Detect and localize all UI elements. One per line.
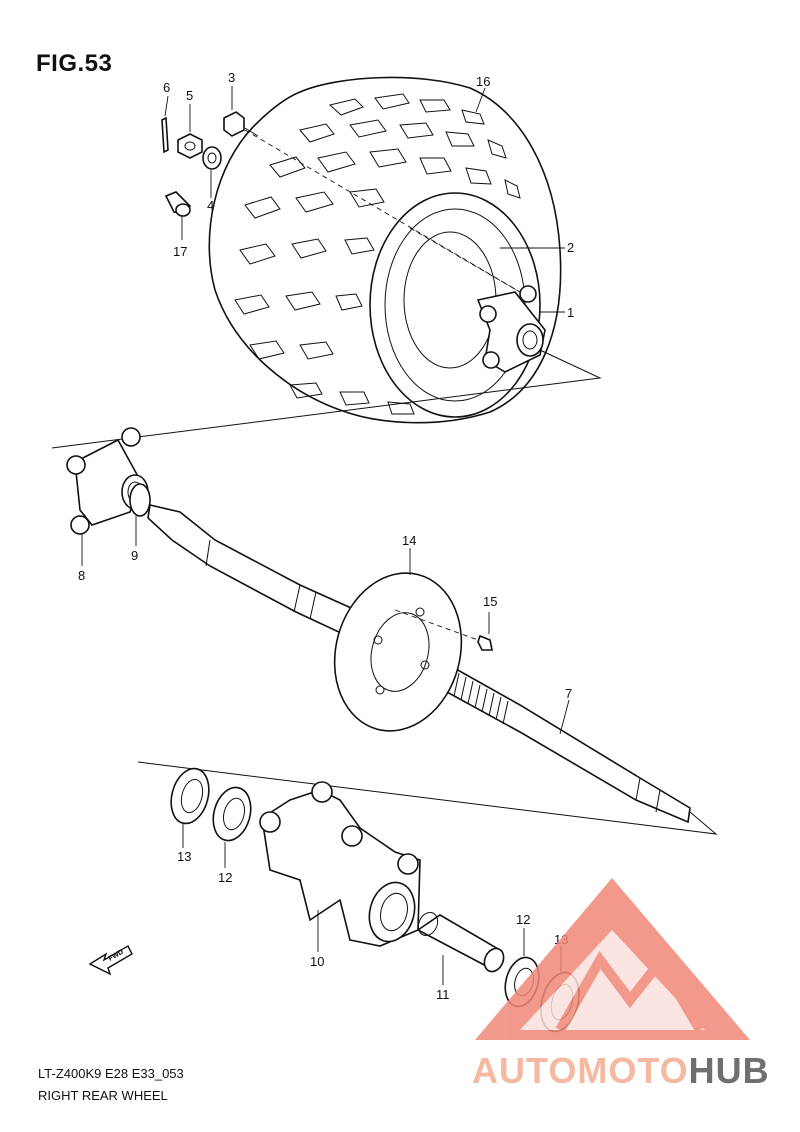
- callout-14: 14: [402, 533, 416, 548]
- spacer-tube: [416, 911, 505, 985]
- callout-12-left: 12: [218, 870, 232, 885]
- wheel-hub: [476, 247, 565, 373]
- figure-caption: RIGHT REAR WHEEL: [38, 1088, 168, 1103]
- callout-3: 3: [228, 70, 235, 85]
- lug-nut: [223, 86, 259, 137]
- callout-15: 15: [483, 594, 497, 609]
- callout-5: 5: [186, 88, 193, 103]
- callout-8: 8: [78, 568, 85, 583]
- callout-16: 16: [476, 74, 490, 89]
- watermark-logo-icon: [475, 878, 750, 1040]
- castle-nut: [177, 104, 203, 159]
- callout-6: 6: [163, 80, 170, 95]
- tire: [208, 76, 562, 424]
- bearing-left: [212, 786, 252, 868]
- axle-hub-flange: [66, 427, 149, 566]
- oil-seal-left: [170, 767, 210, 848]
- watermark-text-part2: HUB: [688, 1050, 770, 1091]
- callout-17: 17: [173, 244, 187, 259]
- stud-bolt: [164, 191, 191, 240]
- fwd-arrow-icon: FWD: [88, 945, 133, 976]
- callout-9: 9: [131, 548, 138, 563]
- callout-12-right: 12: [516, 912, 530, 927]
- model-code: LT-Z400K9 E28 E33_053: [38, 1066, 184, 1081]
- disc-bolt: [394, 609, 493, 651]
- callout-2: 2: [567, 240, 574, 255]
- callout-7: 7: [565, 686, 572, 701]
- washer: [202, 146, 222, 198]
- callout-labels: 6 5 3 16 4 17 2 1 8 9 14 15 7 13 12 10 1…: [78, 70, 574, 1002]
- hub-seal-ring: [129, 483, 151, 546]
- watermark-text-part1: AUTOMOTO: [472, 1050, 689, 1091]
- callout-11: 11: [436, 987, 450, 1002]
- figure-title: FIG.53: [36, 50, 113, 77]
- watermark-text: AUTOMOTOHUB: [472, 1050, 770, 1092]
- callout-10: 10: [310, 954, 324, 969]
- callout-13-left: 13: [177, 849, 191, 864]
- cotter-pin: [161, 95, 169, 154]
- brake-disc: [333, 548, 463, 732]
- callout-1: 1: [567, 305, 574, 320]
- callout-4: 4: [207, 198, 214, 213]
- axle-housing: [259, 781, 421, 952]
